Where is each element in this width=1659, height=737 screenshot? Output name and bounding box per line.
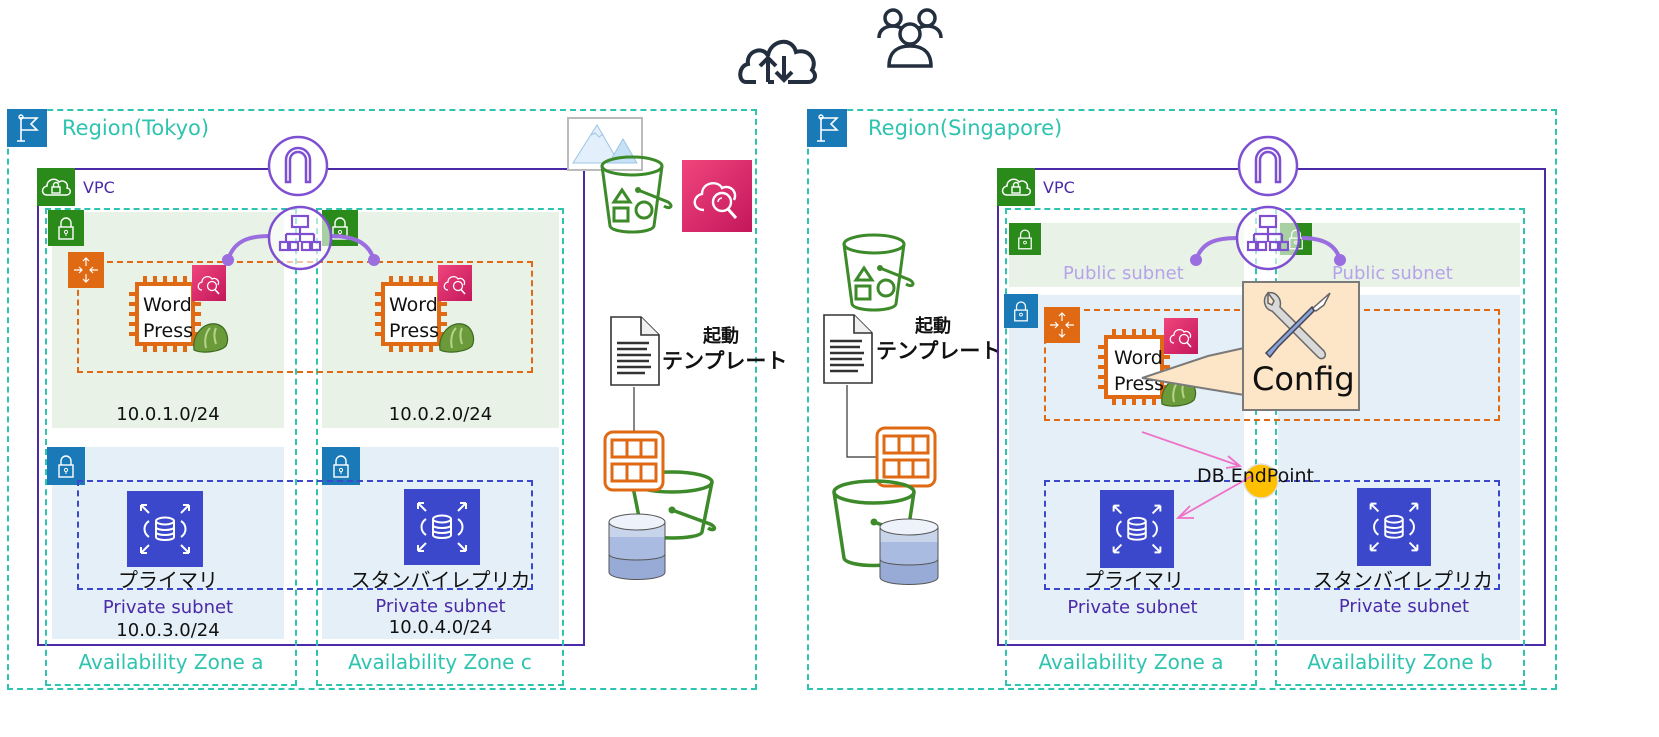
region-title-tokyo: Region(Tokyo) [62,116,210,140]
private-subnet-lock-icon [1004,294,1038,328]
endpoint-arrows [1141,431,1253,519]
private-subnet-label: Private subnet [1067,597,1198,618]
db-label-standby: スタンバイレプリカ [350,568,531,592]
load-balancer-icon [267,205,333,271]
auto-scaling-icon [68,252,104,288]
cloudwatch-icon [192,265,226,301]
internet-gateway-icon [267,135,329,197]
az-singapore-a [1005,208,1257,686]
vpc-cloud-lock-icon [37,168,75,206]
az-label-tokyo-a: Availability Zone a [78,650,264,674]
instance-label: Word Press [143,292,193,344]
db-label-primary: プライマリ [118,568,218,592]
instance-label-line1: Word [1114,347,1163,369]
database-cylinder-icon [879,518,939,585]
s3-bucket-icon [842,233,915,312]
az-singapore-b [1275,208,1525,686]
rds-icon [1100,490,1174,568]
private-subnet-label: Private subnet [375,596,506,617]
cloudwatch-icon [438,265,472,301]
users-icon [877,8,943,68]
launch-template-label-line1: 起動 [915,316,951,337]
az-tokyo-a [45,208,297,686]
wrench-screwdriver-icon [1263,291,1331,360]
private-subnet-label: Private subnet [102,597,234,618]
helmet-icon [193,323,229,353]
db-label-primary: プライマリ [1084,568,1184,592]
connector-line [633,387,635,431]
launch-template-label-line1: 起動 [703,326,739,347]
instance-store-icon [603,430,665,492]
load-balancer-icon [1235,205,1301,271]
public-subnet-lock-icon [48,210,84,246]
az-label-singapore-a: Availability Zone a [1038,650,1224,674]
instance-label-line2: Press [143,320,194,342]
region-tokyo [7,109,757,690]
region-flag-icon [7,109,47,147]
db-endpoint-label: DB EndPoint [1197,465,1314,487]
private-subnet-label: Private subnet [1338,596,1470,617]
helmet-icon [439,323,475,353]
rds-icon [127,491,203,567]
az-label-singapore-b: Availability Zone b [1307,650,1493,674]
db-label-standby: スタンバイレプリカ [1313,568,1493,592]
auto-scaling-icon [1044,307,1080,343]
ec2-instance-icon [375,276,447,352]
config-label: Config [1252,360,1355,398]
region-flag-icon [807,109,847,147]
config-callout [1242,281,1360,411]
subnet-cidr: 10.0.3.0/24 [116,620,220,641]
rds-icon [404,489,480,565]
region-title-singapore: Region(Singapore) [868,116,1063,140]
launch-template-label-line2: テンプレート [662,349,788,373]
subnet-cidr: 10.0.2.0/24 [388,404,493,425]
internet-gateway-icon [1237,135,1299,197]
private-subnet-lock-icon [47,447,85,485]
callout-pointer [1141,347,1245,396]
vpc-cloud-lock-icon [997,168,1035,206]
cloudwatch-icon [682,160,752,232]
public-subnet-singapore-b [1278,223,1520,287]
instance-label-line1: Word [389,294,438,316]
rds-icon [1357,488,1431,566]
db-subnet-group-tokyo [77,480,533,590]
public-subnet-label: Public subnet [1332,263,1453,284]
ec2-instance-icon [1098,329,1170,405]
connector-line [846,385,879,458]
database-cylinder-icon [608,513,666,580]
public-subnet-lock-icon [1009,223,1041,255]
az-label-tokyo-c: Availability Zone c [348,650,532,674]
alb-connection-lines [1190,236,1346,266]
instance-store-icon [875,426,937,488]
internet-cloud-icon [738,40,817,84]
instance-label: Word Press [389,292,439,344]
private-subnet-lock-icon [322,447,360,485]
launch-template-document-icon [610,316,660,386]
s3-bucket-icon [600,155,673,234]
alb-connection-lines [222,234,380,266]
cloudwatch-icon [1164,318,1198,354]
az-tokyo-c [316,208,564,686]
launch-template-document-icon [823,314,873,384]
instance-label-line2: Press [389,320,440,342]
subnet-cidr: 10.0.1.0/24 [116,404,220,425]
launch-template-label-line2: テンプレート [876,339,1002,363]
ec2-instance-icon [129,276,201,352]
subnet-cidr: 10.0.4.0/24 [388,617,493,638]
public-subnet-label: Public subnet [1063,263,1184,284]
instance-label-line1: Word [143,294,192,316]
public-subnet-singapore-a [1009,223,1244,287]
region-singapore [807,109,1557,690]
vpc-label-singapore: VPC [1043,178,1075,197]
vpc-label-tokyo: VPC [83,178,115,197]
